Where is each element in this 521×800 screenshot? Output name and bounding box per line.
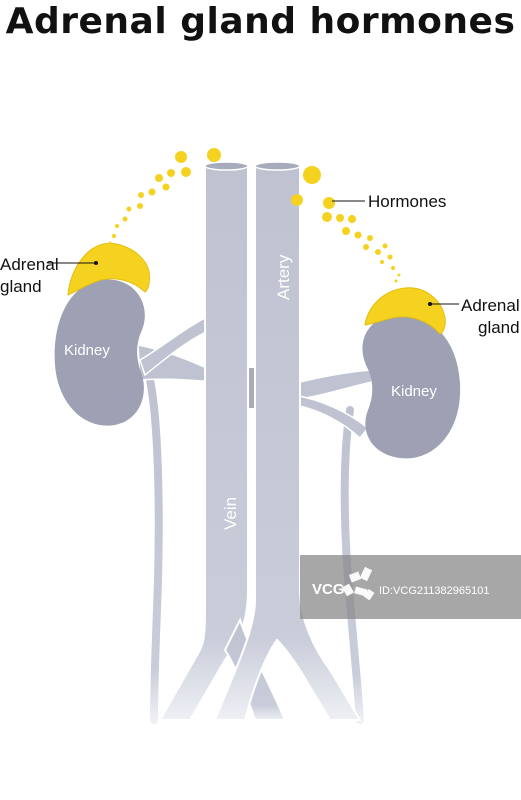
watermark: VCG ID:VCG211382965101 — [300, 555, 521, 619]
watermark-id: ID:VCG211382965101 — [379, 585, 490, 597]
watermark-brand: VCG — [312, 581, 345, 598]
adrenal-gland-left — [67, 243, 150, 296]
vein — [158, 164, 249, 721]
kidney-left — [54, 279, 145, 426]
vein-top — [204, 161, 249, 171]
adrenal-right-dot — [428, 302, 432, 306]
label-hormones: Hormones — [368, 192, 446, 211]
label-artery: Artery — [274, 254, 293, 300]
label-adrenal-right-2: gland — [478, 318, 520, 337]
adrenal-left-dot — [94, 261, 98, 265]
page-title: Adrenal gland hormones — [5, 1, 516, 42]
label-adrenal-left-2: gland — [0, 277, 42, 296]
label-kidney-left: Kidney — [64, 342, 110, 359]
adrenal-gland-right — [364, 287, 446, 335]
artery-top — [254, 161, 301, 171]
kidney-right — [362, 314, 461, 459]
vcg-logo-icon — [342, 566, 375, 601]
label-kidney-right: Kidney — [391, 383, 437, 400]
label-adrenal-right-1: Adrenal — [461, 296, 520, 315]
hormones-left — [106, 151, 191, 252]
hormones-right — [207, 148, 401, 283]
label-adrenal-left-1: Adrenal — [0, 255, 59, 274]
artery — [213, 164, 362, 721]
renal-vessel-right-2 — [294, 394, 370, 440]
label-vein: Vein — [221, 497, 240, 530]
ureter-left — [146, 376, 163, 724]
